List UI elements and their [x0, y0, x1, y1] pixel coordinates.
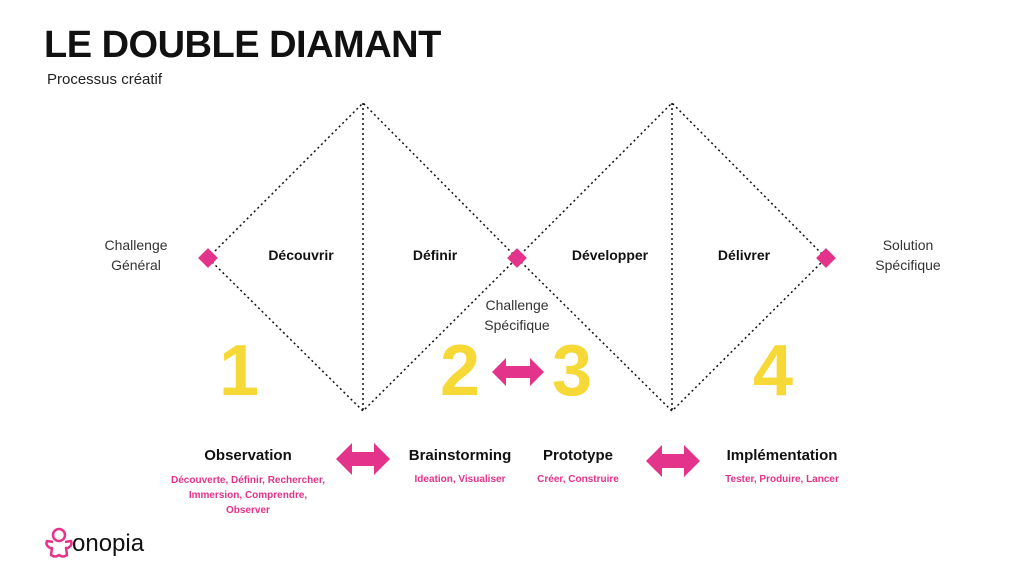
step-number: 1	[218, 331, 260, 411]
onopia-logo-icon	[45, 527, 73, 558]
phase-label: Développer	[571, 247, 649, 263]
stage-desc: Découverte, Définir, Rechercher, Immersi…	[171, 475, 325, 516]
step-number: 2	[439, 331, 481, 411]
onopia-logo: onopia	[72, 530, 145, 557]
double-arrow-icon	[646, 445, 700, 477]
stage-desc: Tester, Produire, Lancer	[725, 474, 839, 485]
stage-title: Prototype	[542, 447, 613, 464]
step-number: 4	[752, 331, 794, 411]
page-subtitle: Processus créatif	[47, 71, 163, 88]
middle-node	[507, 248, 527, 268]
stage-desc: Créer, Construire	[537, 474, 619, 485]
start-label: Challenge Général	[104, 237, 168, 273]
stage-desc: Ideation, Visualiser	[414, 474, 506, 485]
step-number: 3	[551, 331, 593, 411]
end-label: Solution Spécifique	[875, 237, 941, 273]
double-arrow-icon	[492, 358, 544, 386]
phase-label: Découvrir	[268, 247, 334, 263]
middle-label: Challenge Spécifique	[484, 297, 550, 333]
diamond-2	[515, 101, 828, 413]
stage-title: Brainstorming	[408, 447, 512, 464]
stage-title: Implémentation	[726, 447, 838, 464]
double-arrow-icon	[336, 443, 390, 475]
start-node	[198, 248, 218, 268]
diamond-1	[206, 101, 519, 413]
phase-label: Définir	[412, 247, 458, 263]
page-title: LE DOUBLE DIAMANT	[44, 24, 441, 66]
phase-label: Délivrer	[717, 247, 771, 263]
end-node	[816, 248, 836, 268]
stage-title: Observation	[204, 447, 292, 464]
